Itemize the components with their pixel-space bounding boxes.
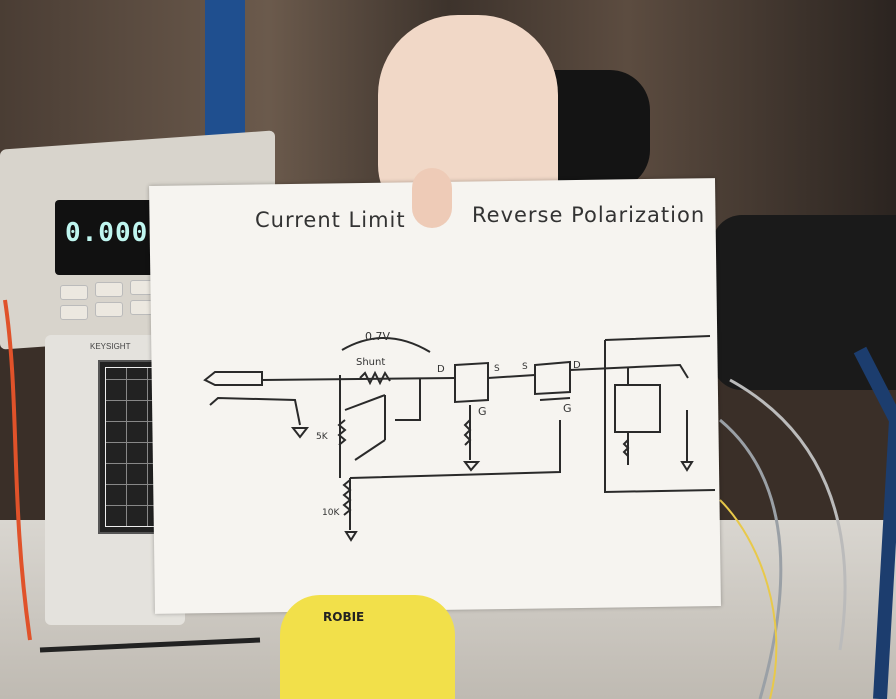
schematic-title-left: Current Limit (255, 208, 406, 232)
robot-toy (280, 595, 455, 699)
robot-label: ROBIE (323, 610, 365, 624)
resistor-10k-label: 10K (322, 508, 340, 518)
drain-label-1: D (437, 364, 445, 375)
resistor-5k-label: 5K (316, 432, 328, 442)
multimeter-button[interactable] (95, 302, 123, 317)
schematic-title-right: Reverse Polarization (472, 203, 706, 227)
voltage-label: 0.7V (365, 330, 391, 343)
multimeter-button[interactable] (60, 285, 88, 300)
thumb (412, 168, 452, 228)
oscilloscope-brand: KEYSIGHT (90, 342, 131, 351)
source-label-2: S (522, 362, 528, 372)
drain-label-2: D (573, 360, 581, 371)
multimeter-reading: 0.0000 (65, 218, 165, 248)
source-label-1: S (494, 364, 500, 374)
multimeter-button[interactable] (95, 282, 123, 297)
shunt-label: Shunt (356, 357, 386, 368)
multimeter-button[interactable] (60, 305, 88, 320)
gate-label-1: G (478, 405, 487, 418)
gate-label-2: G (563, 402, 572, 415)
